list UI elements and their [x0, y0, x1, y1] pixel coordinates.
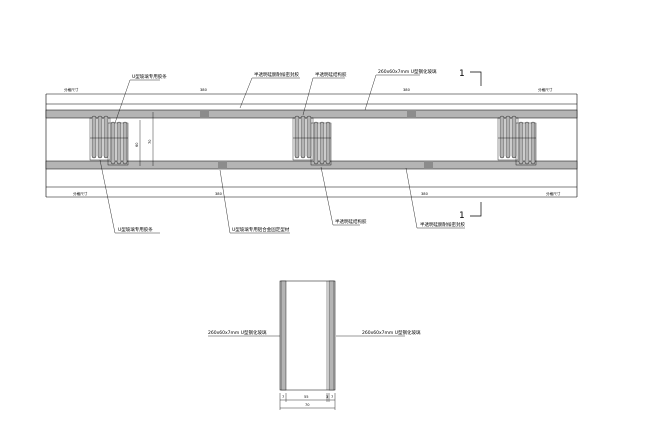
u-glass-leg	[91, 115, 97, 159]
seal-mark	[407, 110, 416, 118]
section-mark-top: 1	[459, 69, 465, 79]
u-glass-leg	[499, 115, 505, 159]
section-dim-a: 7	[282, 395, 284, 399]
section-label-right: 260x60x7mm U型钢化玻璃	[362, 329, 421, 336]
height-dims	[139, 112, 154, 166]
u-glass-leg	[306, 115, 312, 159]
u-glass-leg	[524, 121, 530, 165]
u-glass-leg	[110, 121, 116, 165]
section-mark-bottom: 1	[459, 211, 465, 221]
u-glass-leg	[122, 121, 128, 165]
u-glass-leg	[313, 121, 319, 165]
label-weather-sealant-bottom: 半透明硅酮耐候密封胶	[420, 221, 465, 228]
u-glass-leg	[294, 115, 300, 159]
section-dim-total: 70	[305, 403, 310, 407]
dim-bottom-span-2: 380	[421, 192, 429, 196]
u-glass-joints	[89, 115, 537, 166]
u-glass-leg	[116, 121, 122, 165]
label-structural-sealant-bottom: 半透明硅结构胶	[335, 218, 367, 225]
label-weather-sealant-top: 半透明硅酮耐候密封胶	[254, 71, 299, 78]
dim-top-span: 380	[200, 88, 208, 92]
leader-lines	[99, 74, 465, 234]
section-view	[208, 280, 405, 410]
u-glass-leg	[319, 121, 325, 165]
seal-mark	[200, 110, 209, 118]
dim-bottom-span: 380	[215, 192, 223, 196]
section-dim-c: 3	[326, 395, 328, 399]
u-glass-leg	[325, 121, 331, 165]
label-u-glass-strip-top: U型玻璃专用胶条	[132, 73, 167, 80]
label-u-glass-strip-bottom: U型玻璃专用胶条	[118, 226, 153, 233]
section-dim-b: 55	[304, 395, 309, 399]
section-label-left: 260x60x7mm U型钢化玻璃	[208, 329, 267, 336]
dim-inner-height: 60	[135, 142, 139, 147]
label-structural-sealant-top: 半透明硅结构胶	[315, 71, 347, 78]
label-u-glass-top: 260x60x7mm U型钢化玻璃	[378, 68, 437, 75]
seal-mark	[218, 161, 227, 169]
u-glass-leg	[103, 115, 109, 159]
grid-label-top-left: 分格尺寸	[64, 87, 79, 92]
u-glass-leg	[518, 121, 524, 165]
dim-top-span-2: 380	[403, 88, 411, 92]
grid-label-bottom-left: 分格尺寸	[73, 191, 88, 196]
plan-view	[45, 93, 578, 198]
u-glass-leg	[97, 115, 103, 159]
label-aluminum-profile: U型玻璃专用铝合金固定型材	[232, 226, 290, 233]
glass-band-top	[45, 109, 578, 119]
dim-outer-height: 70	[148, 139, 152, 144]
u-glass-leg	[505, 115, 511, 159]
grid-label-bottom-right: 分格尺寸	[546, 191, 561, 196]
section-marker-lines	[470, 71, 482, 217]
section-dim-d: 7	[331, 395, 333, 399]
seal-mark	[424, 161, 433, 169]
u-glass-leg	[511, 115, 517, 159]
u-glass-leg	[300, 115, 306, 159]
u-glass-leg	[530, 121, 536, 165]
grid-label-top-right: 分格尺寸	[538, 87, 553, 92]
